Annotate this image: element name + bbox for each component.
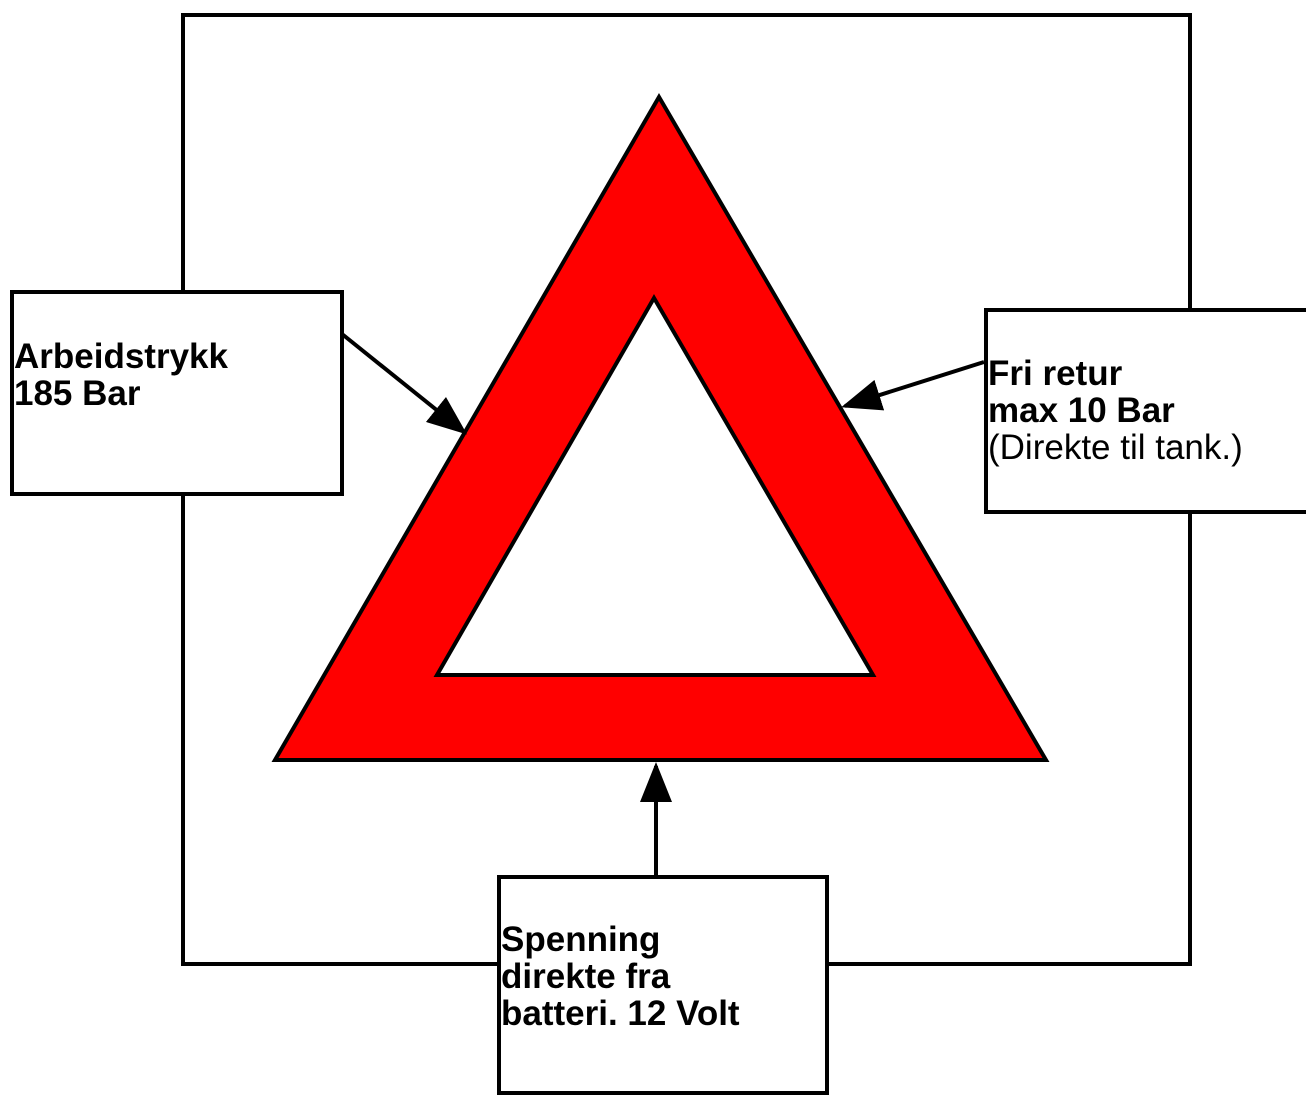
free-return-box: Fri retur max 10 Bar (Direkte til tank.): [984, 308, 1306, 514]
free-return-value: max 10 Bar: [988, 391, 1175, 430]
arrow-working-pressure: [340, 332, 468, 435]
voltage-box: Spenning direkte fra batteri. 12 Volt: [497, 875, 829, 1095]
outer-frame-lower-right: [827, 512, 1192, 966]
warning-triangle: [271, 93, 1050, 762]
working-pressure-value: 185 Bar: [14, 374, 141, 413]
free-return-note: (Direkte til tank.): [988, 428, 1243, 467]
arrow-free-return: [841, 360, 985, 411]
working-pressure-box: Arbeidstrykk 185 Bar: [10, 290, 344, 496]
working-pressure-label: Arbeidstrykk: [14, 337, 228, 376]
voltage-value: batteri. 12 Volt: [501, 994, 740, 1033]
voltage-label: Spenning: [501, 920, 661, 959]
outer-frame: [181, 13, 1192, 310]
free-return-label: Fri retur: [988, 354, 1123, 393]
voltage-source: direkte fra: [501, 957, 671, 996]
outer-frame-lower-left: [181, 494, 499, 966]
